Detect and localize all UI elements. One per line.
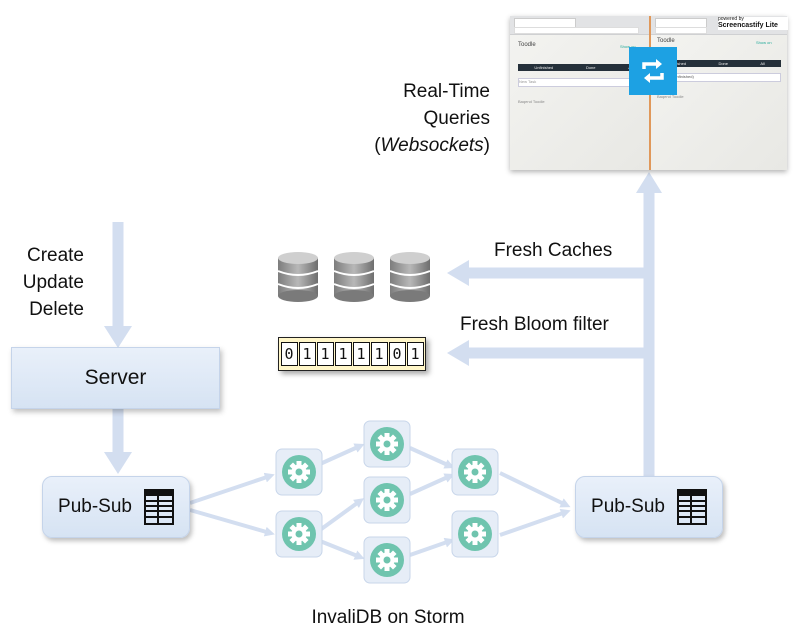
arrowhead-cud-to-server <box>104 326 132 348</box>
realtime-line-3: (Websockets) <box>330 132 490 159</box>
realtime-queries-label: Real-Time Queries (Websockets) <box>330 78 490 159</box>
tab-all: All <box>760 61 765 66</box>
browser-chrome-left <box>510 16 649 35</box>
table-icon <box>676 489 707 525</box>
tab-done: Done <box>585 65 596 70</box>
bloom-filter: 0 1 1 1 1 1 0 1 <box>278 337 426 371</box>
pubsub-left-box: Pub-Sub <box>42 476 190 538</box>
screencastify-line-1: powered by <box>718 16 744 22</box>
bloom-bit: 0 <box>388 342 406 366</box>
edge-node4-to-node6 <box>409 473 455 496</box>
websockets-text: Websockets <box>380 135 484 156</box>
bloom-bit: 1 <box>406 342 424 366</box>
cud-label: Create Update Delete <box>0 242 84 323</box>
edge-node2-to-node5 <box>319 539 365 560</box>
edge-node1-to-node3 <box>319 443 365 466</box>
bloom-bit: 1 <box>370 342 388 366</box>
pubsub-right-box: Pub-Sub <box>575 476 723 538</box>
arrowhead-fresh-caches <box>447 260 469 286</box>
cud-line-2: Update <box>22 272 84 293</box>
gear-icon <box>451 448 499 496</box>
edge-pubsub-to-node2 <box>189 508 275 537</box>
database-icon <box>333 252 375 302</box>
cud-line-3: Delete <box>29 299 84 320</box>
realtime-line-2: Queries <box>423 108 490 129</box>
bloom-bit: 1 <box>334 342 352 366</box>
edge-node6-to-pubsub <box>499 471 571 508</box>
app-title-right: Toodle <box>657 38 675 44</box>
bloom-bit: 0 <box>280 342 298 366</box>
edge-pubsub-to-node1 <box>189 472 275 505</box>
edge-node3-to-node6 <box>409 446 455 469</box>
edge-node5-to-node7 <box>409 537 455 557</box>
realtime-line-1: Real-Time <box>403 81 490 102</box>
gear-icon <box>451 510 499 558</box>
pubsub-left-label: Pub-Sub <box>58 496 132 517</box>
cache-databases <box>277 252 431 302</box>
pubsub-right-label: Pub-Sub <box>591 496 665 517</box>
tab-done: Done <box>718 61 728 66</box>
gear-icon <box>275 448 323 496</box>
paren-close: ) <box>483 135 490 156</box>
gear-icon <box>363 420 411 468</box>
browser-urlbar <box>655 27 707 34</box>
server-label: Server <box>84 366 147 389</box>
screenshot-left-pane: Toodle Show on Unfinished Done All New T… <box>510 16 649 170</box>
app-link-right: Show on <box>756 40 772 45</box>
screencastify-line-2: Screencastify Lite <box>718 22 778 29</box>
screencastify-label: powered by Screencastify Lite <box>718 17 788 30</box>
cud-line-1: Create <box>26 245 84 266</box>
paren-open: ( <box>374 135 381 156</box>
gear-icon <box>363 476 411 524</box>
browser-urlbar <box>514 27 639 34</box>
arrowhead-fresh-bloom <box>447 340 469 366</box>
bloom-bit: 1 <box>352 342 370 366</box>
gear-icon <box>363 536 411 584</box>
bloom-bit: 1 <box>316 342 334 366</box>
fresh-bloom-label: Fresh Bloom filter <box>460 314 609 335</box>
storm-caption: InvaliDB on Storm <box>311 607 465 628</box>
server-box: Server <box>11 347 220 409</box>
fresh-caches-label: Fresh Caches <box>494 240 613 261</box>
sync-icon <box>629 47 677 95</box>
table-icon <box>143 489 174 525</box>
app-title-left: Toodle <box>518 42 536 48</box>
database-icon <box>389 252 431 302</box>
arrowhead-pubsub-to-realtime <box>636 172 662 193</box>
bloom-bit: 1 <box>298 342 316 366</box>
tab-unfinished: Unfinished <box>534 65 554 70</box>
database-icon <box>277 252 319 302</box>
footer-left: Baqend Toodle <box>518 99 545 104</box>
edge-node2-to-node4 <box>318 498 365 532</box>
arrowhead-server-to-pubsub <box>104 452 132 474</box>
app-link-left: Show on <box>620 44 636 49</box>
footer-right: Baqend Toodle <box>657 94 684 99</box>
edge-node7-to-pubsub <box>499 508 571 537</box>
gear-icon <box>275 510 323 558</box>
